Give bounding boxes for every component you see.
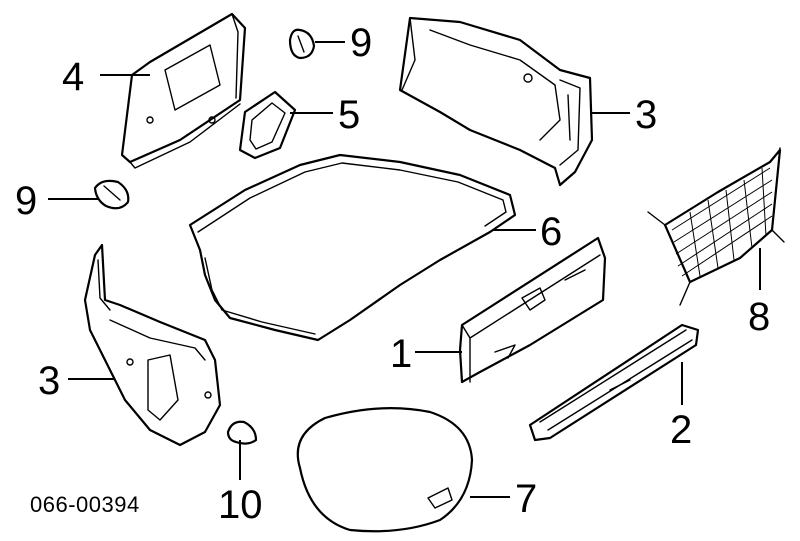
net-mesh <box>671 167 773 277</box>
part-3-side-trim-left <box>83 243 222 447</box>
leader-lines <box>48 41 761 498</box>
callout-9-top: 9 <box>350 21 372 65</box>
callout-6: 6 <box>540 210 562 254</box>
callout-9-left: 9 <box>15 179 37 223</box>
diagram-id-label: 066-00394 <box>30 492 140 517</box>
part-6-floor-mat <box>188 153 517 342</box>
callout-3-right: 3 <box>635 93 657 137</box>
part-1-sill-trim <box>458 236 607 384</box>
callout-7: 7 <box>515 477 537 521</box>
callout-5: 5 <box>338 93 360 137</box>
callout-10: 10 <box>218 483 263 527</box>
part-7-tire-cover <box>296 407 474 533</box>
callout-3-left: 3 <box>38 359 60 403</box>
part-5-loop-seal <box>238 90 297 160</box>
part-10-clip <box>226 420 258 445</box>
callout-8: 8 <box>748 295 770 339</box>
callout-4: 4 <box>62 55 84 99</box>
part-4-trim-panel <box>120 12 247 169</box>
callout-1: 1 <box>390 332 412 376</box>
part-9-clip-top <box>288 28 316 60</box>
part-9-clip-left <box>93 179 130 210</box>
callout-2: 2 <box>670 408 692 452</box>
part-2-scuff-plate <box>528 323 700 442</box>
part-3-side-trim-right <box>398 16 594 187</box>
part-8-cargo-net <box>647 147 785 306</box>
